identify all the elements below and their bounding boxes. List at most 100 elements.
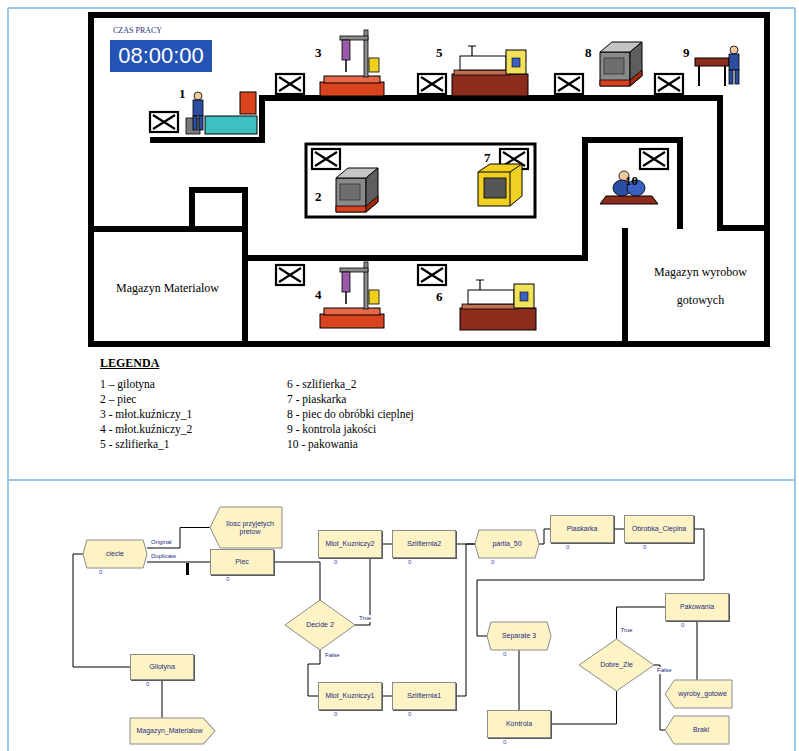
connector-label: Original xyxy=(150,539,173,546)
flow-connector xyxy=(614,529,624,530)
node-text: Gilotyna xyxy=(149,663,175,671)
dispose-module: wyroby_gotowe xyxy=(665,680,732,708)
work-time-clock: CZAS PRACY08:00:00 xyxy=(110,40,212,72)
callout-number: 10 xyxy=(625,174,638,188)
create-outline xyxy=(130,718,215,744)
separate-module: ciecie xyxy=(83,540,147,568)
callout-number: 6 xyxy=(436,290,443,304)
legend-entry: 7 - piaskarka xyxy=(287,392,346,406)
flow-connector xyxy=(654,665,665,730)
node-text: Szlifiernia1 xyxy=(407,692,441,700)
separate-module: Separate 3 xyxy=(487,622,551,650)
legend-entry: 5 - szlifierka_1 xyxy=(100,437,170,451)
node-text: Szlifiernia2 xyxy=(407,540,441,548)
module-counter: 0 xyxy=(503,651,506,658)
diamond-outline xyxy=(579,639,654,691)
connector-label: Duplicate xyxy=(150,553,177,560)
diamond-outline xyxy=(285,600,355,650)
module-counter: 0 xyxy=(681,622,684,629)
node-text: Magazyn wyrobow gotowych xyxy=(630,258,771,314)
process-box: Obrobka_Cieplna xyxy=(624,515,694,543)
node-text: Piaskarka xyxy=(567,525,598,533)
module-counter: 0 xyxy=(146,681,149,688)
flow-connector xyxy=(539,529,550,544)
legend-entry: 8 - piec do obróbki cieplnej xyxy=(287,407,414,421)
flow-connector xyxy=(147,528,210,549)
process-box: Szlifiernia2 xyxy=(392,530,456,558)
callout-number: 9 xyxy=(683,46,690,60)
node-text: wyroby_gotowe xyxy=(678,690,727,698)
record-module: Ilosc przyjetych pretow xyxy=(210,507,282,548)
process-box: Kontrola xyxy=(487,710,551,738)
callout-number: 8 xyxy=(585,46,592,60)
callout-number: 1 xyxy=(179,87,186,101)
node-text: CZAS PRACY xyxy=(113,26,162,36)
process-box: Piaskarka xyxy=(550,515,614,543)
callout-number: 4 xyxy=(315,288,322,302)
process-box: Pakowania xyxy=(665,593,729,621)
callout-number: 7 xyxy=(484,151,491,165)
node-text: Ilosc przyjetych pretow xyxy=(218,520,282,536)
dispose-outline xyxy=(665,680,732,708)
hex-outline xyxy=(487,622,551,650)
process-box: Mlot_Kuzniczy2 xyxy=(318,530,382,558)
flow-connector xyxy=(162,680,163,718)
node-text: Pakowania xyxy=(680,603,714,611)
process-box: Gilotyna xyxy=(130,654,194,680)
module-counter: 0 xyxy=(99,569,102,576)
flow-connector xyxy=(274,562,320,600)
node-text: Separate 3 xyxy=(502,632,536,640)
connector-label: True xyxy=(620,627,634,634)
flow-connector xyxy=(697,621,698,680)
dispose-outline xyxy=(665,716,729,744)
decision-diamond: Decide 2 xyxy=(285,600,355,650)
flow-connector xyxy=(73,554,130,667)
node-text: Dobre_Zle xyxy=(600,661,633,669)
connector-label: False xyxy=(324,652,341,659)
callout-number: 2 xyxy=(315,190,322,204)
flow-connector xyxy=(382,696,392,697)
legend-heading: LEGENDA xyxy=(100,356,159,370)
flow-connector xyxy=(617,607,666,639)
module-counter: 0 xyxy=(408,711,411,718)
legend-entry: 2 – piec xyxy=(100,392,136,406)
connector-label: False xyxy=(656,667,673,674)
create-module: Magazyn_Materialow xyxy=(130,718,215,744)
warehouse-room: Magazyn Materialow xyxy=(95,236,240,340)
flow-connector xyxy=(551,691,617,724)
module-counter: 0 xyxy=(566,544,569,551)
legend-entry: 9 - kontrola jakości xyxy=(287,422,376,436)
node-text: Braki xyxy=(693,726,709,734)
flow-connector xyxy=(456,544,475,696)
hex-outline xyxy=(475,530,539,558)
connector-label: True xyxy=(358,615,372,622)
callout-number: 5 xyxy=(436,46,443,60)
legend-entry: 4 - młot.kuźniczy_2 xyxy=(100,422,192,436)
flow-connector xyxy=(382,544,392,545)
warehouse-room: Magazyn wyrobow gotowych xyxy=(630,232,771,340)
legend-entry: 10 - pakowania xyxy=(287,437,358,451)
module-counter: 0 xyxy=(408,559,411,566)
node-text: Decide 2 xyxy=(306,621,334,629)
node-text: Mlot_Kuzniczy1 xyxy=(325,692,374,700)
flow-connector xyxy=(147,562,210,563)
process-box: Mlot_Kuzniczy1 xyxy=(318,682,382,710)
node-text: ciecie xyxy=(106,550,124,558)
module-counter: 0 xyxy=(334,711,337,718)
process-box: Szlifiernia1 xyxy=(392,682,456,710)
node-text: Obrobka_Cieplna xyxy=(632,525,686,533)
decision-diamond: Dobre_Zle xyxy=(579,639,654,691)
separate-module: partia_50 xyxy=(475,530,539,558)
module-counter: 0 xyxy=(503,739,506,746)
node-text: 08:00:00 xyxy=(118,43,204,69)
legend-entry: 1 – gilotyna xyxy=(100,377,155,391)
flow-connector xyxy=(519,650,520,710)
node-text: Piec xyxy=(235,558,249,566)
callout-number: 3 xyxy=(315,46,322,60)
hex-outline xyxy=(83,540,147,568)
node-text: Kontrola xyxy=(506,720,532,728)
rec-outline xyxy=(210,507,282,548)
module-counter: 0 xyxy=(334,559,337,566)
